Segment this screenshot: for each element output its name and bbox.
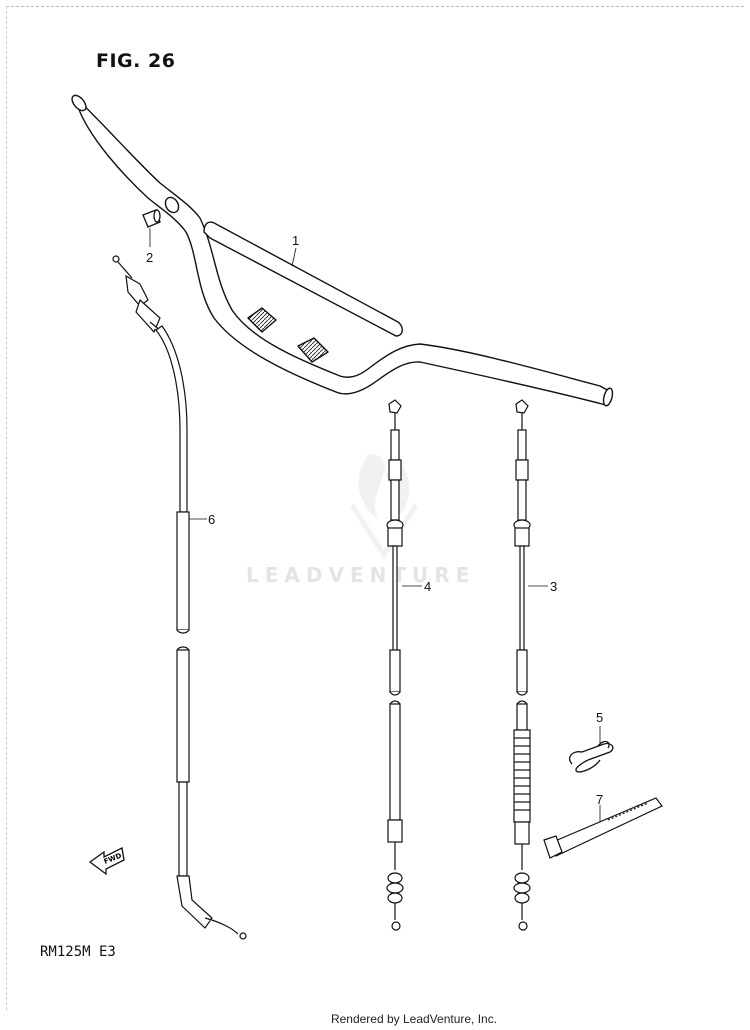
page-border-left bbox=[6, 6, 7, 1010]
callout-3[interactable]: 3 bbox=[550, 579, 557, 594]
callout-7[interactable]: 7 bbox=[596, 792, 603, 807]
bar-end-plug[interactable] bbox=[142, 209, 161, 228]
watermark-text: LEADVENTURE bbox=[246, 563, 476, 587]
footer-credit: Rendered by LeadVenture, Inc. bbox=[330, 1012, 498, 1026]
model-code: RM125M E3 bbox=[40, 944, 116, 960]
cable-clip[interactable] bbox=[568, 740, 614, 773]
throttle-cable[interactable] bbox=[112, 255, 247, 940]
watermark-logo bbox=[349, 454, 419, 560]
callout-2[interactable]: 2 bbox=[146, 250, 153, 265]
figure-title: FIG. 26 bbox=[96, 50, 176, 72]
callout-1[interactable]: 1 bbox=[292, 233, 299, 248]
cable-band[interactable] bbox=[543, 797, 663, 859]
fwd-arrow-icon: FWD bbox=[88, 847, 125, 876]
callout-5[interactable]: 5 bbox=[596, 710, 603, 725]
cable-4[interactable] bbox=[386, 399, 404, 931]
callout-4[interactable]: 4 bbox=[424, 579, 431, 594]
page-border-top bbox=[6, 6, 744, 7]
leader-line-1 bbox=[291, 247, 297, 267]
cable-3[interactable] bbox=[513, 399, 531, 931]
callout-6[interactable]: 6 bbox=[208, 512, 215, 527]
handlebar[interactable] bbox=[69, 93, 614, 407]
